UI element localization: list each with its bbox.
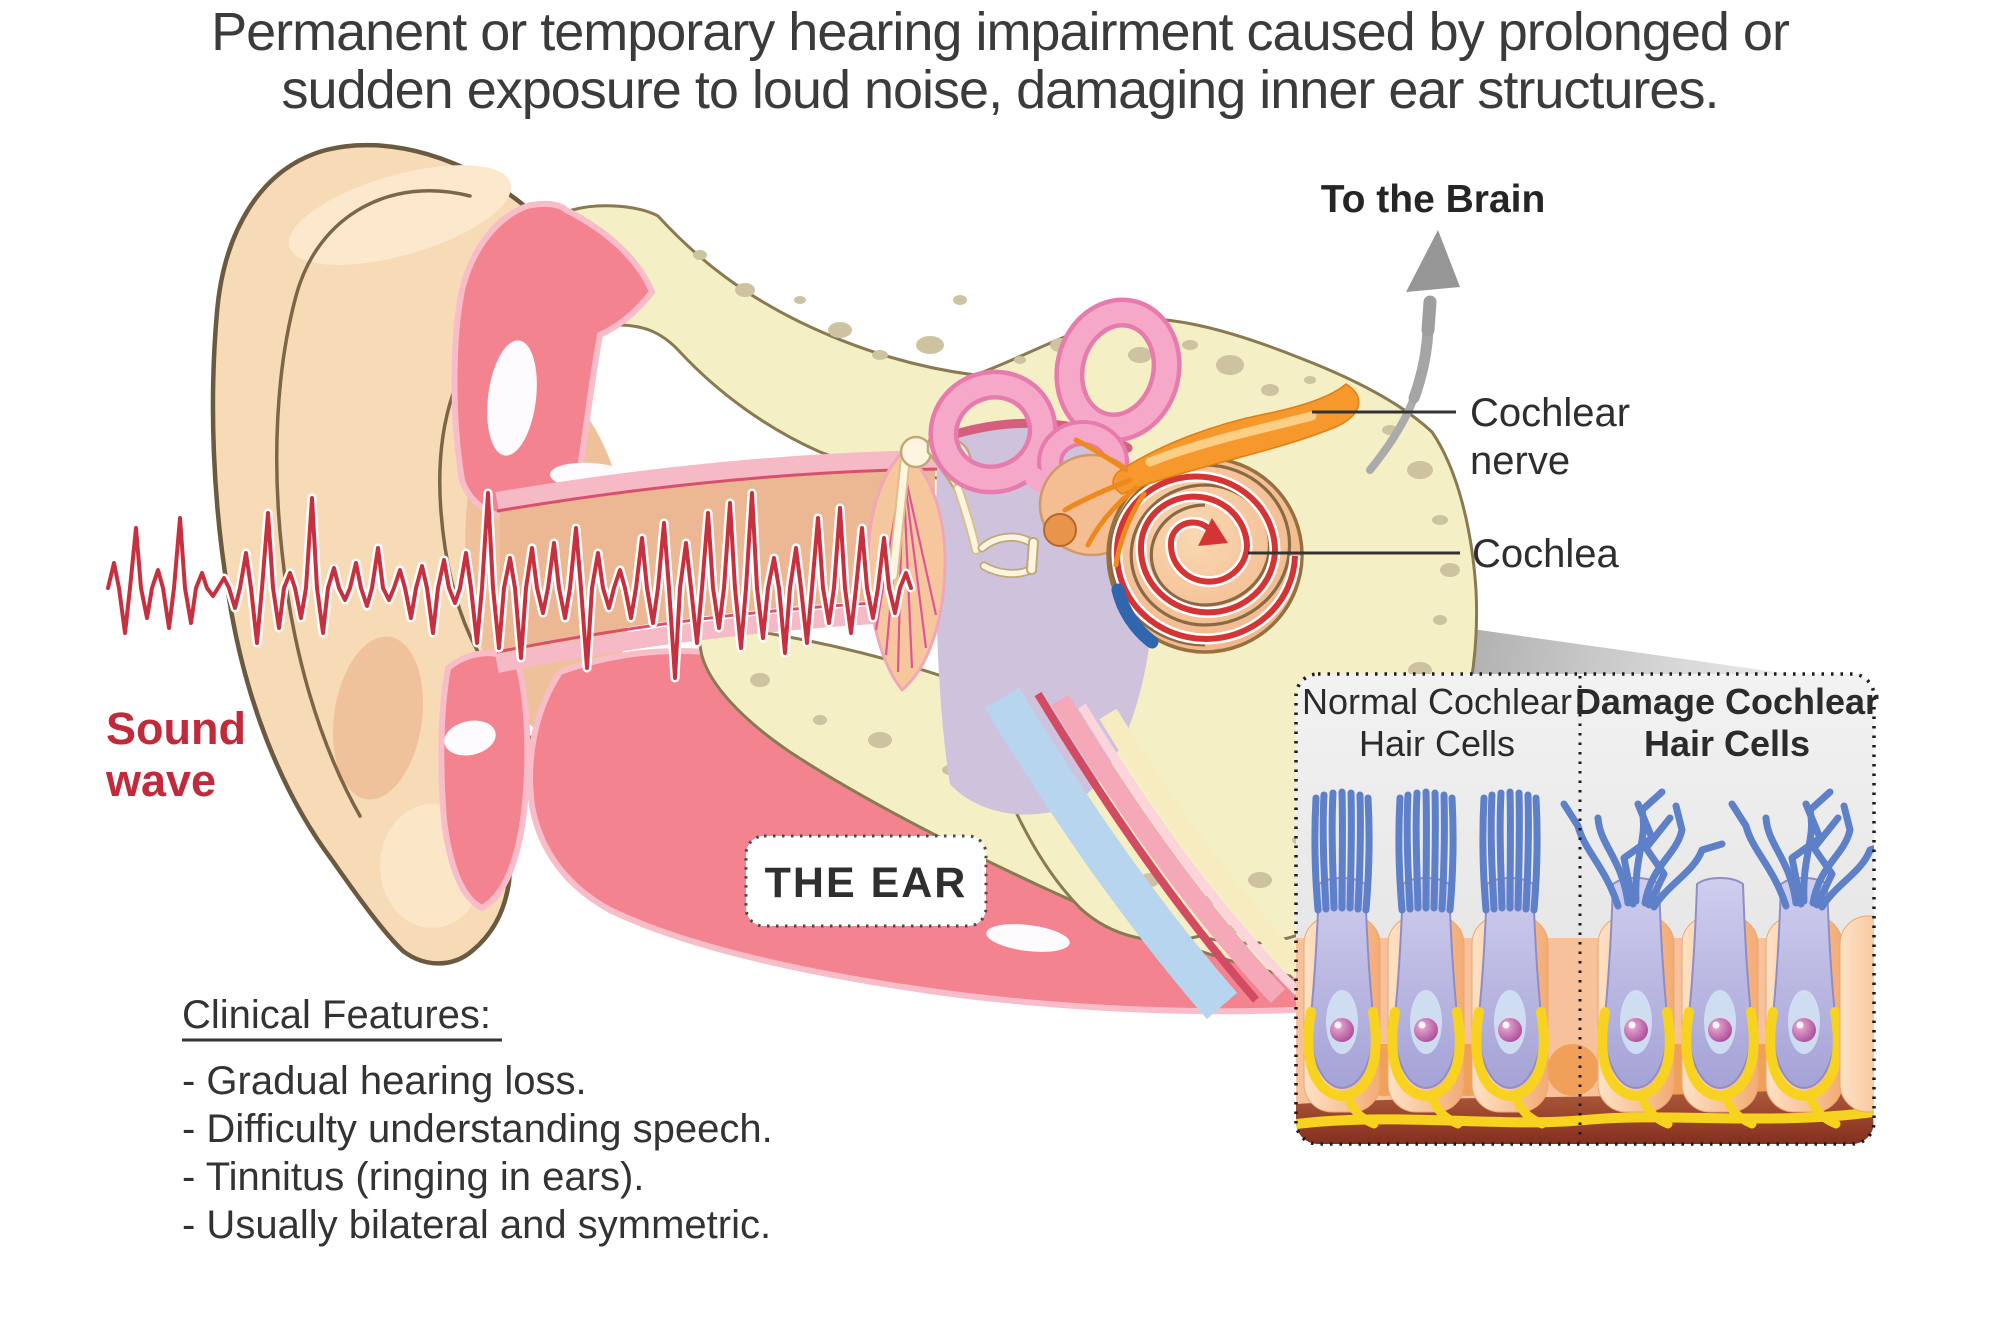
- cochlea-structure: [1106, 456, 1304, 654]
- oval-window: [1043, 513, 1077, 547]
- normal-stereocilia: [1315, 792, 1537, 910]
- to-the-brain-label: To the Brain: [1321, 178, 1546, 221]
- cochlea-label: Cochlea: [1472, 532, 1620, 576]
- damaged-hair-cells-header-line1: Damage Cochlear: [1575, 681, 1879, 722]
- sound-wave-label-line1: Sound: [106, 703, 246, 754]
- eustachian-tube: [984, 687, 1325, 1020]
- damaged-hair-cells-header-line2: Hair Cells: [1644, 723, 1810, 764]
- stapes: [977, 532, 1039, 578]
- hair-cells-content: [1296, 792, 1874, 1144]
- normal-hair-cells-header-line1: Normal Cochlear: [1302, 681, 1572, 722]
- upper-soft-tissue-flap: [451, 200, 656, 524]
- clinical-feature-item: - Difficulty understanding speech.: [182, 1107, 773, 1151]
- arrowhead: [1406, 230, 1460, 292]
- clinical-feature-item: - Usually bilateral and symmetric.: [182, 1203, 771, 1247]
- hair-cells-inset: Normal Cochlear Hair Cells Damage Cochle…: [1294, 672, 1879, 1146]
- cochlear-nerve-label-line1: Cochlear: [1470, 391, 1630, 435]
- sound-wave-label-line2: wave: [105, 755, 216, 806]
- clinical-features: Clinical Features: - Gradual hearing los…: [182, 993, 773, 1247]
- page-title-line1: Permanent or temporary hearing impairmen…: [211, 2, 1790, 62]
- normal-hair-cells-header-line2: Hair Cells: [1359, 723, 1515, 764]
- the-ear-label: THE EAR: [765, 859, 968, 907]
- round-window-band: [1111, 583, 1159, 649]
- cochlear-nerve-shape: [1062, 383, 1360, 568]
- clinical-features-heading: Clinical Features:: [182, 993, 491, 1037]
- inset-border: [1294, 672, 1876, 1146]
- sound-wave: [103, 488, 916, 683]
- the-ear-badge: THE EAR: [744, 834, 988, 928]
- spiral-arrowhead: [1198, 518, 1228, 546]
- malleus: [899, 435, 933, 469]
- clinical-feature-item: - Tinnitus (ringing in ears).: [182, 1155, 644, 1199]
- clinical-feature-item: - Gradual hearing loss.: [182, 1059, 587, 1103]
- to-brain-arrow: [1366, 230, 1460, 474]
- page-title-line2: sudden exposure to loud noise, damaging …: [282, 60, 1719, 120]
- nerve-fiber-bundle: [1296, 1107, 1874, 1129]
- cochlea-spiral: [1113, 473, 1298, 642]
- cochlear-nerve-label-line2: nerve: [1470, 439, 1570, 483]
